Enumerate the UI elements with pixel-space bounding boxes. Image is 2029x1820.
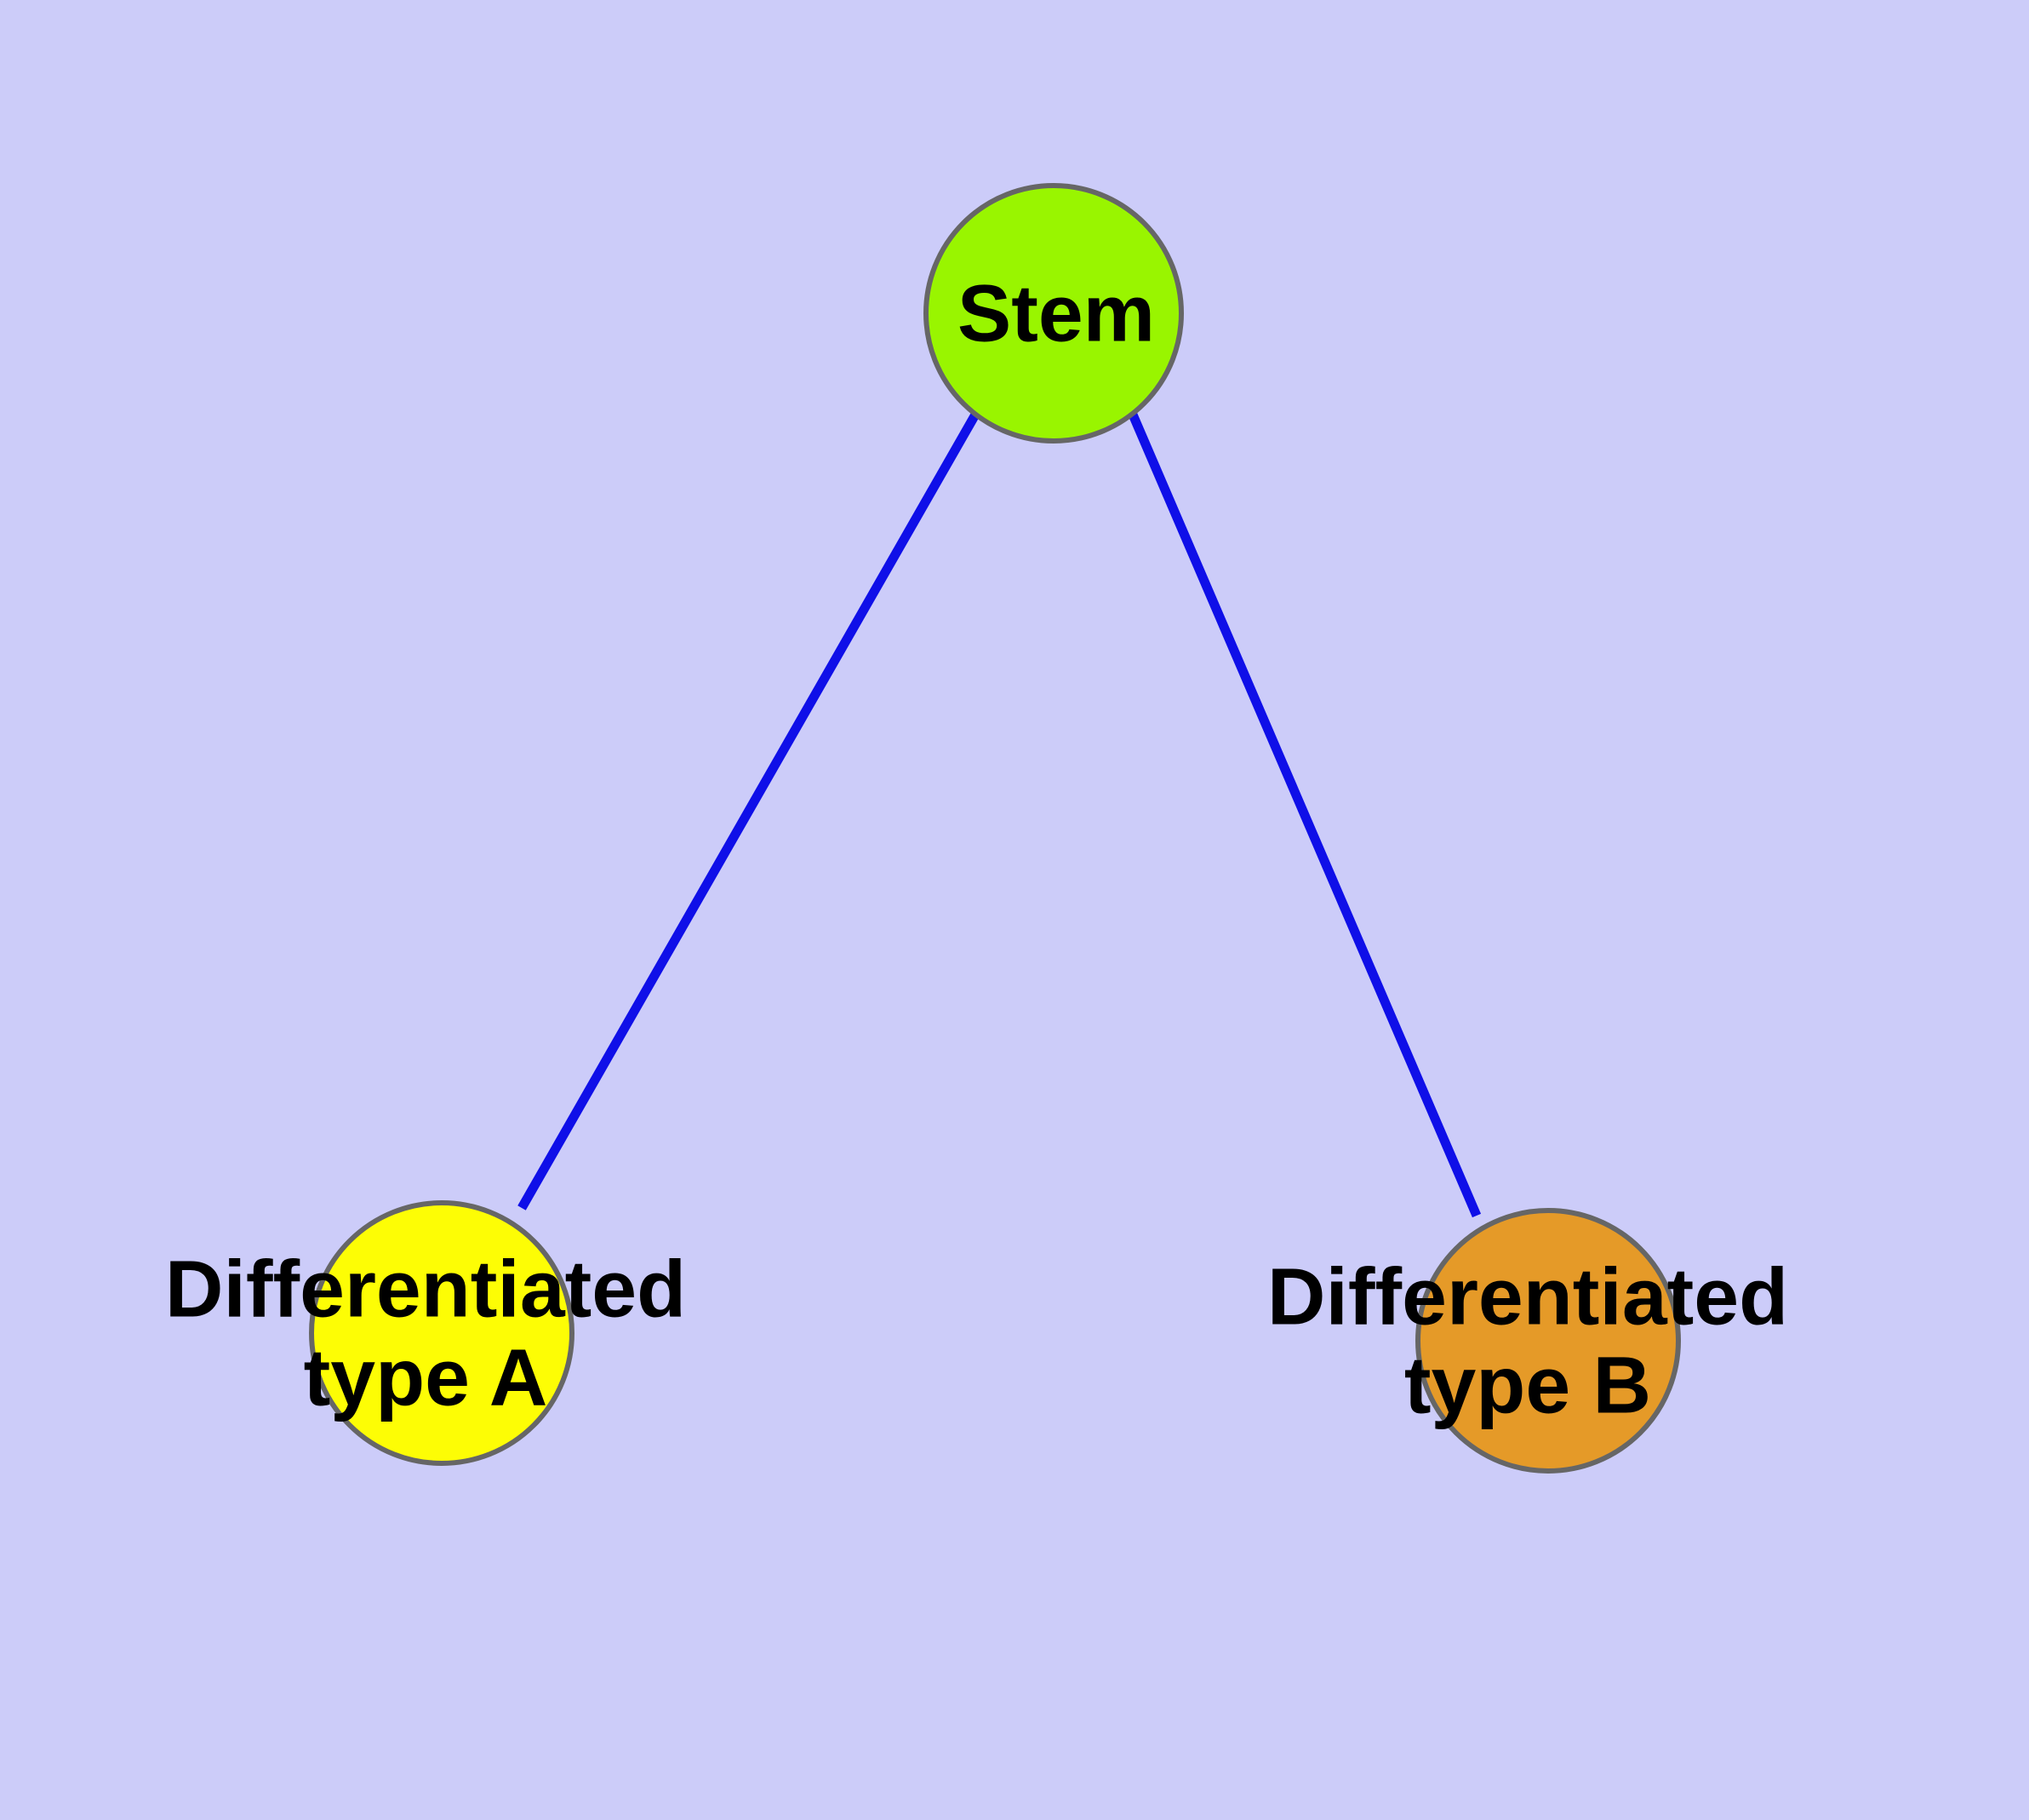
node-label-line: Differentiated: [1267, 1251, 1788, 1342]
node-label-line: Differentiated: [165, 1244, 686, 1334]
edges-group: [517, 412, 1482, 1218]
node-label-line: Stem: [957, 268, 1155, 358]
node-circle-stem[interactable]: [923, 183, 1184, 444]
node-stem[interactable]: Stem: [923, 183, 1184, 444]
node-label-stem: Stem: [957, 268, 1155, 358]
node-label-line: type A: [304, 1332, 548, 1422]
node-circle-differentiated-type-b[interactable]: [1415, 1208, 1681, 1474]
edge-stem-to-differentiated-type-a[interactable]: [517, 412, 980, 1210]
edge-stem-to-differentiated-type-b[interactable]: [1128, 412, 1482, 1218]
node-circle-differentiated-type-a[interactable]: [309, 1200, 574, 1466]
node-label-line: type B: [1404, 1340, 1651, 1430]
